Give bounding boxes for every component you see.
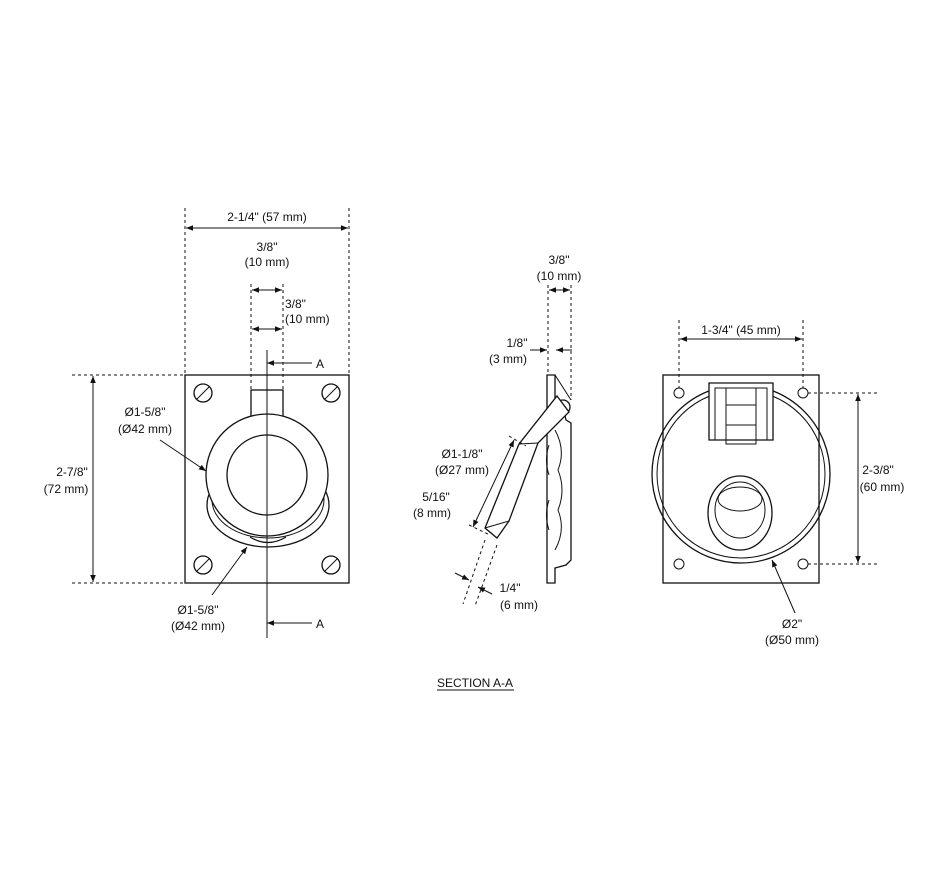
section-wire-label-1: 1/4" [500, 581, 521, 595]
rear-hinge-housing [708, 382, 774, 441]
front-cup-dia-label-2: (Ø42 mm) [171, 619, 225, 633]
front-screw-holes [193, 383, 341, 575]
front-slot-width-label-1: 3/8" [257, 240, 278, 254]
rear-dia-label-2: (Ø50 mm) [765, 633, 819, 647]
section-plate-label-2: (3 mm) [489, 352, 527, 366]
section-ring-dia-label-1: Ø1-1/8" [442, 447, 483, 461]
section-depth-label-2: (10 mm) [537, 269, 582, 283]
front-view: A A 2-1/4" (57 mm) 3/8" (10 mm) 3/8" (10… [44, 208, 350, 638]
rear-hole-spacing-label: 1-3/4" (45 mm) [701, 323, 781, 337]
rear-hole-height-label-1: 2-3/8" [862, 463, 894, 477]
front-width-label: 2-1/4" (57 mm) [227, 210, 307, 224]
front-slot-offset-label-1: 3/8" [285, 297, 306, 311]
section-view: 3/8" (10 mm) 1/8" (3 mm) Ø1-1/8" (Ø27 mm… [413, 253, 581, 612]
rear-hole-height-label-2: (60 mm) [860, 480, 905, 494]
section-plate-label-1: 1/8" [507, 336, 528, 350]
rear-view: 1-3/4" (45 mm) 2-3/8" (60 mm) Ø2" (Ø50 m… [651, 320, 905, 647]
section-ring-dia-label-2: (Ø27 mm) [435, 463, 489, 477]
front-cup-dia-label-1: Ø1-5/8" [178, 603, 219, 617]
section-plate [546, 374, 572, 584]
section-ring-thk-label-2: (8 mm) [413, 506, 451, 520]
rear-ring-knob [707, 475, 773, 551]
rear-mounting-plate [662, 374, 820, 584]
section-marker-top: A [316, 357, 324, 371]
rear-dia-label-1: Ø2" [782, 617, 802, 631]
front-ring-dia-label-1: Ø1-5/8" [125, 405, 166, 419]
front-ring-dia-label-2: (Ø42 mm) [118, 422, 172, 436]
section-marker-bottom: A [316, 617, 324, 631]
section-ring-thk-label-1: 5/16" [422, 490, 450, 504]
section-wire-label-2: (6 mm) [500, 598, 538, 612]
front-slot-offset-label-2: (10 mm) [285, 312, 330, 326]
section-caption: SECTION A-A [437, 676, 513, 690]
section-lifted-ring [484, 394, 570, 539]
front-height-label-1: 2-7/8" [56, 465, 88, 479]
section-depth-label-1: 3/8" [549, 253, 570, 267]
front-height-label-2: (72 mm) [44, 482, 89, 496]
front-slot-width-label-2: (10 mm) [245, 255, 290, 269]
